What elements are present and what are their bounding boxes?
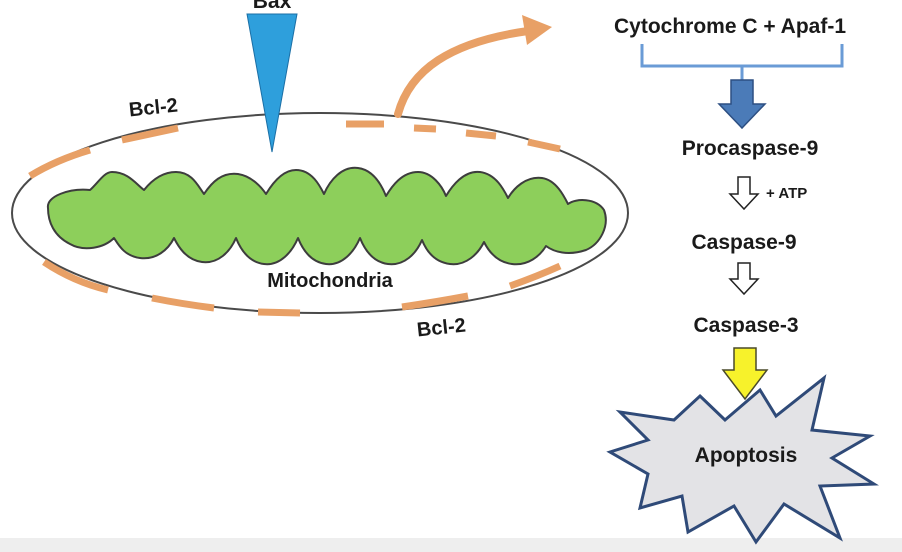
apoptosis-label: Apoptosis xyxy=(695,444,798,467)
bcl2-segment xyxy=(151,294,215,312)
hollow-arrow-1 xyxy=(728,176,760,211)
bcl2-label-top: Bcl-2 xyxy=(128,95,179,122)
complex-bracket xyxy=(640,44,844,80)
bcl2-segment xyxy=(257,308,301,317)
bcl2-label-bottom: Bcl-2 xyxy=(416,315,467,342)
hollow-arrow-2 xyxy=(728,262,760,296)
bcl2-segment xyxy=(42,259,109,294)
bax-label: Bax xyxy=(253,0,292,13)
caspase9-label: Caspase-9 xyxy=(691,231,796,254)
outer-membrane xyxy=(11,112,629,314)
bcl2-segments xyxy=(28,120,562,317)
mitochondria-label: Mitochondria xyxy=(267,270,393,292)
caspase3-label: Caspase-3 xyxy=(693,314,798,337)
footer-band xyxy=(0,538,902,552)
bcl2-segment xyxy=(508,262,562,290)
inner-membrane xyxy=(46,166,607,266)
execution-arrow xyxy=(721,347,769,401)
bcl2-segment xyxy=(401,292,469,311)
procaspase9-label: Procaspase-9 xyxy=(682,137,819,160)
bcl2-segment xyxy=(465,129,497,140)
bax-wedge xyxy=(246,13,298,153)
bcl2-segment xyxy=(121,124,179,144)
atp-label: + ATP xyxy=(766,185,807,202)
cytochrome-apaf-label: Cytochrome C + Apaf-1 xyxy=(614,15,846,38)
activation-arrow xyxy=(717,79,767,130)
bcl2-segment xyxy=(28,146,91,179)
release-arrow xyxy=(394,27,532,118)
apoptosis-starburst xyxy=(606,374,879,545)
bcl2-segment xyxy=(527,138,561,153)
release-arrowhead xyxy=(522,15,552,45)
bcl2-segment xyxy=(413,124,437,133)
